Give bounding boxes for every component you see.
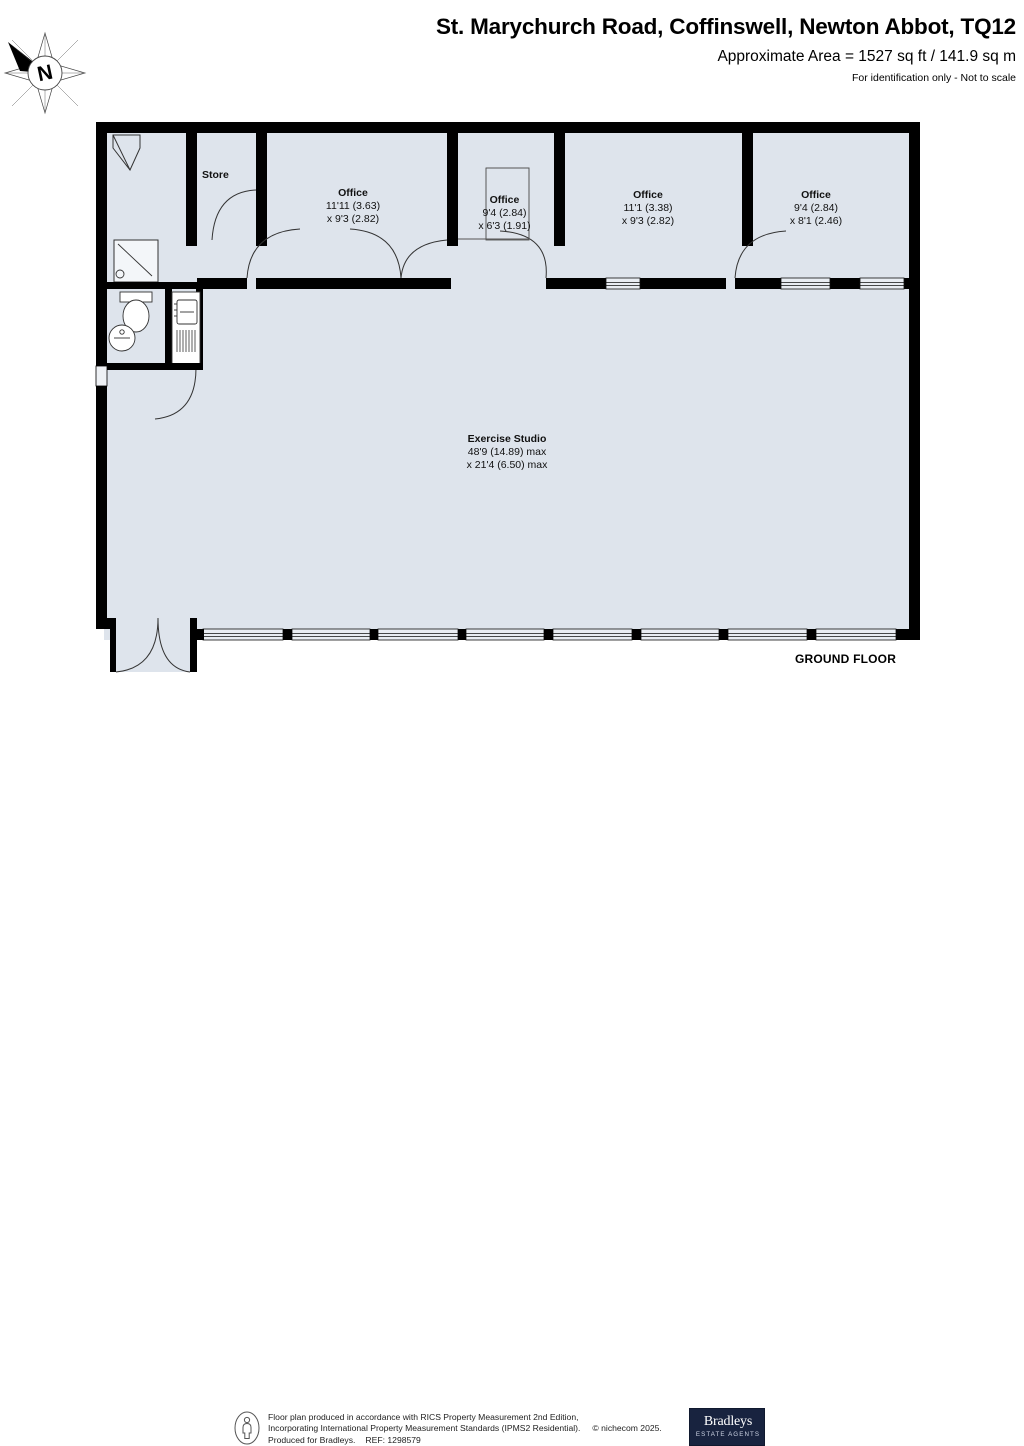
door-swings bbox=[154, 189, 787, 420]
bottom-wall-windows bbox=[196, 628, 912, 641]
top-left-cupboard bbox=[112, 134, 141, 171]
floor-level-label: GROUND FLOOR bbox=[795, 652, 897, 666]
footer-line-1: Floor plan produced in accordance with R… bbox=[268, 1412, 579, 1422]
floor-plan: Store Office 11'11 (3.63) x 9'3 (2.82) O… bbox=[0, 0, 1024, 700]
footer-line-2: Incorporating International Property Mea… bbox=[268, 1423, 581, 1434]
footer-line-2-wrap: Incorporating International Property Mea… bbox=[268, 1423, 662, 1434]
footer-text-block: Floor plan produced in accordance with R… bbox=[268, 1412, 662, 1446]
logo-tagline: ESTATE AGENTS bbox=[695, 1431, 761, 1438]
page-title: St. Marychurch Road, Coffinswell, Newton… bbox=[435, 14, 1016, 39]
footer-copyright: © nichecom 2025. bbox=[592, 1423, 662, 1434]
mid-wall-windows bbox=[605, 277, 905, 290]
boiler-cupboard bbox=[165, 289, 172, 369]
footer-line-3-wrap: Produced for Bradleys. REF: 1298579 bbox=[268, 1435, 662, 1446]
approximate-area: Approximate Area = 1527 sq ft / 141.9 sq… bbox=[717, 48, 1016, 65]
footer-reference: REF: 1298579 bbox=[365, 1434, 421, 1445]
boiler-unit bbox=[171, 291, 201, 365]
floor-fills bbox=[104, 130, 912, 672]
office-2-alcove-box bbox=[485, 167, 530, 241]
compass-rose: N bbox=[2, 30, 88, 116]
compass-north-label: N bbox=[35, 61, 55, 87]
floor-plan-drawing bbox=[95, 122, 920, 673]
shower-detail bbox=[115, 243, 153, 279]
bradleys-logo: Bradleys ESTATE AGENTS bbox=[689, 1408, 765, 1446]
footer-line-3: Produced for Bradleys. bbox=[268, 1434, 356, 1445]
rics-person-icon bbox=[234, 1411, 260, 1445]
toilet-fixture bbox=[119, 291, 153, 333]
studio-left-wall bbox=[107, 363, 203, 370]
basin-fixture bbox=[108, 324, 136, 352]
footer: Floor plan produced in accordance with R… bbox=[0, 700, 1024, 1446]
compass-icon: N bbox=[3, 31, 87, 115]
entrance-double-doors bbox=[115, 617, 191, 673]
logo-brand-name: Bradleys bbox=[703, 1414, 753, 1429]
boiler-grille bbox=[176, 330, 196, 352]
disclaimer-text: For identification only - Not to scale bbox=[852, 72, 1016, 84]
header: St. Marychurch Road, Coffinswell, Newton… bbox=[0, 0, 1024, 100]
